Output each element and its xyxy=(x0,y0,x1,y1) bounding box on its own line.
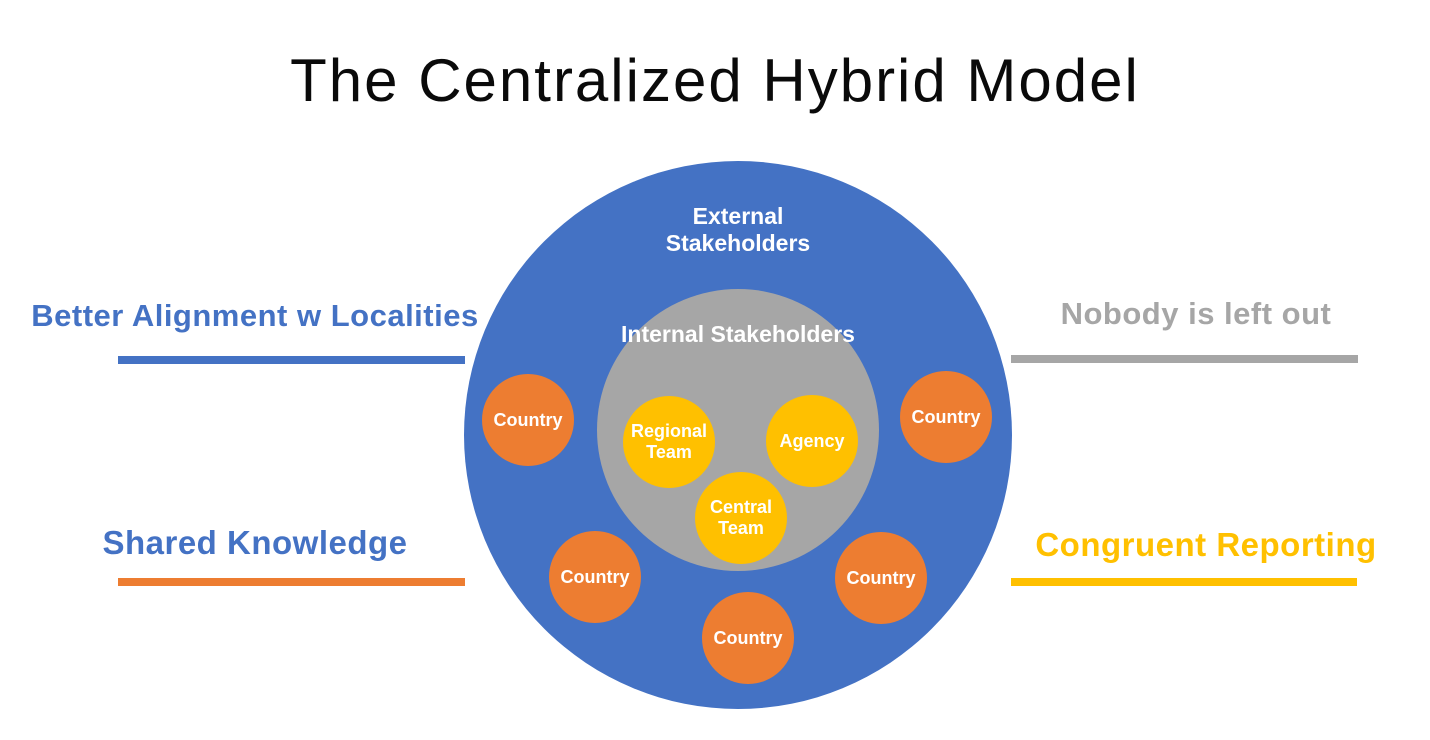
callout-nobody-left-out: Nobody is left out xyxy=(1060,296,1332,331)
callout-congruent-reporting-underline xyxy=(1011,578,1357,586)
callout-congruent-reporting: Congruent Reporting xyxy=(1035,526,1377,563)
callout-shared-knowledge: Shared Knowledge xyxy=(102,524,408,561)
regional-team-label: Regional Team xyxy=(630,421,707,462)
callout-shared-knowledge-underline xyxy=(118,578,465,586)
country-circle-lower-left: Country xyxy=(549,531,641,623)
callout-nobody-left-out-underline xyxy=(1011,355,1358,363)
country-label: Country xyxy=(493,409,563,430)
regional-team-circle: Regional Team xyxy=(623,396,715,488)
callout-better-alignment: Better Alignment w Localities xyxy=(31,298,479,333)
country-label: Country xyxy=(911,406,981,427)
external-stakeholders-label: External Stakeholders xyxy=(665,203,811,256)
country-label: Country xyxy=(560,566,630,587)
internal-stakeholders-label: Internal Stakeholders xyxy=(621,321,855,347)
country-circle-upper-left: Country xyxy=(482,374,574,466)
central-team-label: Central Team xyxy=(709,497,772,538)
agency-circle: Agency xyxy=(766,395,858,487)
country-circle-bottom-center: Country xyxy=(702,592,794,684)
country-label: Country xyxy=(713,627,783,648)
country-circle-lower-right: Country xyxy=(835,532,927,624)
page-title: The Centralized Hybrid Model xyxy=(290,47,1140,114)
agency-label: Agency xyxy=(779,430,845,451)
country-label: Country xyxy=(846,567,916,588)
callout-better-alignment-underline xyxy=(118,356,465,364)
country-circle-upper-right: Country xyxy=(900,371,992,463)
central-team-circle: Central Team xyxy=(695,472,787,564)
